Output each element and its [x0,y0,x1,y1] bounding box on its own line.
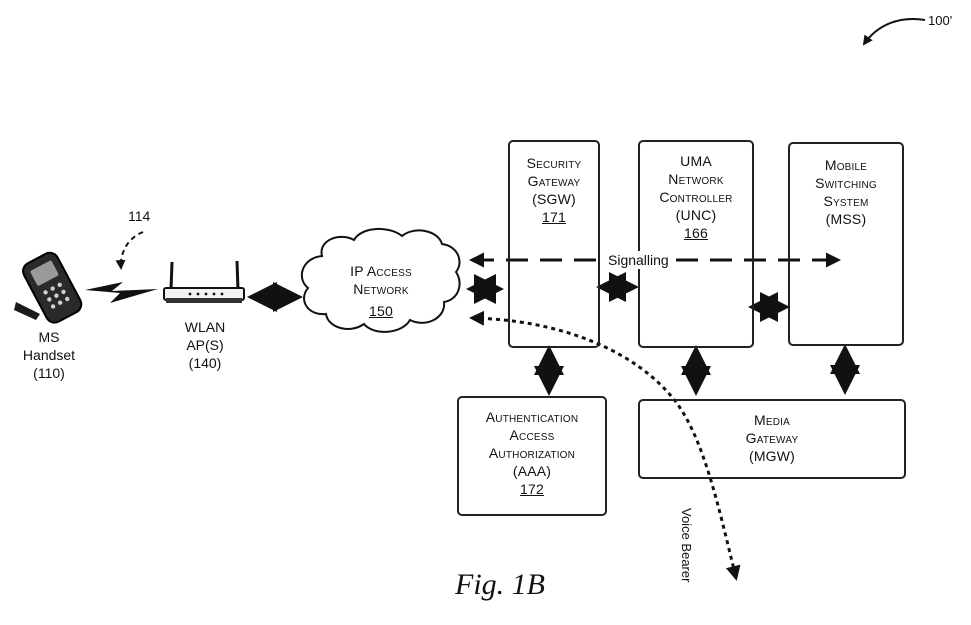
wlan-label: WLAN AP(S) (140) [166,318,244,372]
ip-network-line1: IP Access [350,263,412,279]
sgw-line3: (SGW) [532,191,576,207]
figure-ref-label: 100' [928,13,953,28]
aaa-line2: Access [509,427,555,443]
ip-network-ref: 150 [369,303,393,319]
ip-network-label: IP Access Network 150 [318,262,444,320]
aaa-line4: (AAA) [512,463,552,479]
ip-network-line2: Network [353,281,409,297]
router-icon [163,260,245,303]
mgw-label: Media Gateway (MGW) [640,411,904,465]
mss-label: Mobile Switching System (MSS) [790,156,902,228]
sgw-label: Security Gateway (SGW) 171 [510,154,598,226]
security-gateway-box: Security Gateway (SGW) 171 [508,140,600,348]
signalling-label: Signalling [605,251,672,269]
unc-line4: (UNC) [675,207,717,223]
voice-bearer-arrow [469,310,741,581]
wlan-ref: (140) [188,355,222,371]
handset-label: MS Handset (110) [10,328,88,382]
figure-caption: Fig. 1B [455,568,545,601]
media-gateway-box: Media Gateway (MGW) [638,399,906,479]
unc-label: UMA Network Controller (UNC) 166 [640,152,752,242]
mss-line1: Mobile [824,157,868,173]
mgw-line2: Gateway [745,430,799,446]
wlan-name: WLAN [184,319,226,335]
aaa-line3: Authorization [488,445,576,461]
sgw-line1: Security [526,155,582,171]
unc-ref: 166 [684,225,708,241]
handset-line2: Handset [22,347,76,363]
mobile-switching-system-box: Mobile Switching System (MSS) [788,142,904,346]
aaa-label: Authentication Access Authorization (AAA… [459,408,605,498]
handset-name: MS [38,329,60,345]
unc-line3: Controller [659,189,733,205]
wireless-link-icon [85,282,158,303]
handset-ref: (110) [33,365,65,381]
sgw-ref: 171 [542,209,566,225]
unc-line1: UMA [680,153,712,169]
figure-ref-pointer [862,18,926,46]
mgw-line1: Media [753,412,790,428]
aaa-box: Authentication Access Authorization (AAA… [457,396,607,516]
wireless-ref-pointer [115,231,144,270]
mss-line3: System [823,193,869,209]
voice-bearer-label: Voice Bearer [679,508,694,583]
sgw-line2: Gateway [527,173,581,189]
mgw-line3: (MGW) [748,448,796,464]
uma-network-controller-box: UMA Network Controller (UNC) 166 [638,140,754,348]
mss-line4: (MSS) [825,211,867,227]
phone-stand [14,302,40,320]
mss-line2: Switching [815,175,877,191]
phone-icon [22,251,83,324]
wireless-ref-label: 114 [128,208,151,224]
aaa-line1: Authentication [485,409,579,425]
ip-access-network-cloud [300,228,461,333]
wlan-line2: AP(S) [186,337,224,353]
unc-line2: Network [668,171,724,187]
aaa-ref: 172 [520,481,544,497]
